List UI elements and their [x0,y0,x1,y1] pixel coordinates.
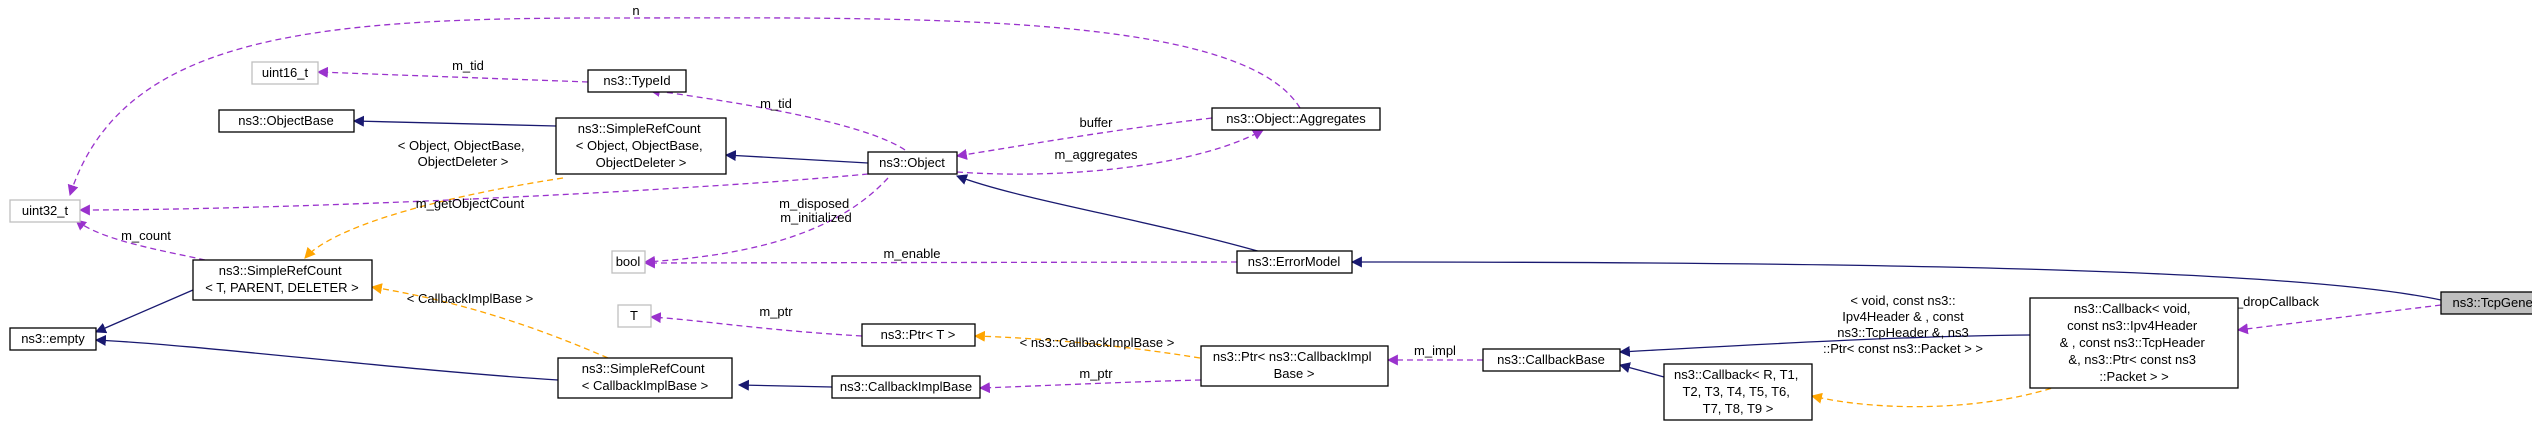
node-simplerefcount-callbackimplbase[interactable]: ns3::SimpleRefCount < CallbackImplBase > [557,357,733,399]
edge-m-aggregates: m_aggregates [956,129,1264,175]
svg-text:ns3::ErrorModel: ns3::ErrorModel [1248,254,1341,269]
node-errormodel[interactable]: ns3::ErrorModel [1236,250,1353,274]
edge-inherit-srcobj [724,150,869,164]
edge-label-m-ptr-cb: m_ptr [1079,366,1113,381]
edge-label-m-count: m_count [121,228,171,243]
svg-text:ns3::Object: ns3::Object [879,155,945,170]
node-callback-specific[interactable]: ns3::Callback< void, const ns3::Ipv4Head… [2029,297,2239,389]
node-simplerefcount-object[interactable]: ns3::SimpleRefCount < Object, ObjectBase… [555,117,727,175]
edge-inherit-empty-2 [94,334,559,381]
edge-inherit-objectbase [352,115,557,127]
svg-text:ns3::Object::Aggregates: ns3::Object::Aggregates [1226,111,1366,126]
edge-m-count: m_count [75,219,206,261]
edge-label-m-getobjectcount: m_getObjectCount [416,196,525,211]
edge-m-ptr-t: m_ptr [649,304,863,337]
edge-label-m-ptr-t: m_ptr [759,304,793,319]
edge-m-getobjectcount: m_getObjectCount [78,173,869,216]
node-callback-generic[interactable]: ns3::Callback< R, T1, T2, T3, T4, T5, T6… [1663,363,1813,421]
svg-text:ns3::empty: ns3::empty [21,331,85,346]
node-bool[interactable]: bool [611,250,646,274]
edge-label-m-enable: m_enable [883,246,940,261]
edge-m-impl: m_impl [1386,343,1483,366]
edge-inherit-cbbase-1 [1618,334,2031,357]
edge-template-ptr: < ns3::CallbackImplBase > [973,330,1201,359]
svg-text:ns3::CallbackBase: ns3::CallbackBase [1497,352,1605,367]
svg-text:ns3::ObjectBase: ns3::ObjectBase [238,113,333,128]
edge-label-m-impl: m_impl [1414,343,1456,358]
svg-text:ns3::Callback< void, c: ns3::Callback< void, const ns3::Ipv4Head… [2060,301,2209,384]
node-typeid[interactable]: ns3::TypeId [587,69,687,93]
edge-buffer: buffer [955,115,1213,160]
edge-label-tmpl-object: < Object, ObjectBase, ObjectDeleter > [398,138,528,169]
svg-text:ns3::Callback< R, T1,: ns3::Callback< R, T1, T2, T3, T4, T5, T6… [1674,367,1802,416]
svg-text:ns3::SimpleRefCount <: ns3::SimpleRefCount < T, PARENT, DELETER… [205,263,358,295]
svg-text:T: T [630,308,638,323]
edge-label-m-dropcallback: m_dropCallback [2225,294,2319,309]
node-uint16[interactable]: uint16_t [251,61,319,85]
edge-label-m-tid-uint16: m_tid [452,58,484,73]
edge-m-disposed: m_disposed m_initialized [643,177,889,267]
node-t[interactable]: T [617,304,652,328]
edge-template-cbimpl: < CallbackImplBase > [370,283,609,359]
edge-label-m-disposed: m_disposed m_initialized [779,196,853,225]
node-empty[interactable]: ns3::empty [9,327,97,351]
edge-label-m-aggregates: m_aggregates [1054,147,1138,162]
edge-inherit-cbbase-2 [1618,362,1665,378]
node-callbackbase[interactable]: ns3::CallbackBase [1482,348,1621,372]
node-objectbase[interactable]: ns3::ObjectBase [218,109,355,133]
node-simplerefcount-generic[interactable]: ns3::SimpleRefCount < T, PARENT, DELETER… [192,259,373,301]
edge-template-object: < Object, ObjectBase, ObjectDeleter > [304,138,564,259]
edge-inherit-errormodel [1350,256,2442,301]
svg-text:uint32_t: uint32_t [22,203,69,218]
svg-text:ns3::TcpGeneralErrorModel: ns3::TcpGeneralErrorModel [2453,295,2532,310]
edge-label-tmpl-cbimpl: < CallbackImplBase > [407,291,533,306]
edge-m-tid-typeid: m_tid [648,85,906,151]
svg-text:bool: bool [616,254,641,269]
edge-m-enable: m_enable [643,246,1238,269]
edge-label-n: n [632,3,639,18]
svg-text:uint16_t: uint16_t [262,65,309,80]
edge-inherit-empty-1 [94,289,194,334]
node-object[interactable]: ns3::Object [867,151,958,175]
node-ptr-callbackimplbase[interactable]: ns3::Ptr< ns3::CallbackImpl Base > [1200,345,1389,387]
svg-text:ns3::TypeId: ns3::TypeId [603,73,670,88]
node-object-aggregates[interactable]: ns3::Object::Aggregates [1211,107,1381,131]
svg-text:ns3::SimpleRefCount <: ns3::SimpleRefCount < CallbackImplBase > [582,361,708,393]
edge-label-m-tid-typeid: m_tid [760,96,792,111]
node-uint32[interactable]: uint32_t [9,199,81,223]
svg-text:ns3::SimpleRefCount <: ns3::SimpleRefCount < Object, ObjectBase… [576,121,706,170]
edge-label-buffer: buffer [1079,115,1113,130]
edge-inherit-object [955,174,1269,255]
svg-text:ns3::Ptr< T >: ns3::Ptr< T > [881,327,956,342]
node-ptr-t[interactable]: ns3::Ptr< T > [861,323,976,347]
edge-label-tmpl-ptr: < ns3::CallbackImplBase > [1020,335,1175,350]
edge-m-tid-uint16: m_tid [316,58,589,83]
node-callbackimplbase[interactable]: ns3::CallbackImplBase [831,375,981,399]
edge-m-ptr-cb: m_ptr [978,366,1202,394]
svg-text:ns3::CallbackImplBase: ns3::CallbackImplBase [840,379,972,394]
edge-n: n [67,3,1301,197]
edge-m-dropcallback: m_dropCallback [2225,294,2442,335]
svg-text:ns3::Ptr< ns3::CallbackImpl: ns3::Ptr< ns3::CallbackImpl Base > [1213,349,1375,381]
node-tcpgeneralerrormodel[interactable]: ns3::TcpGeneralErrorModel [2440,291,2532,315]
edge-inherit-cbimpl [737,379,833,391]
